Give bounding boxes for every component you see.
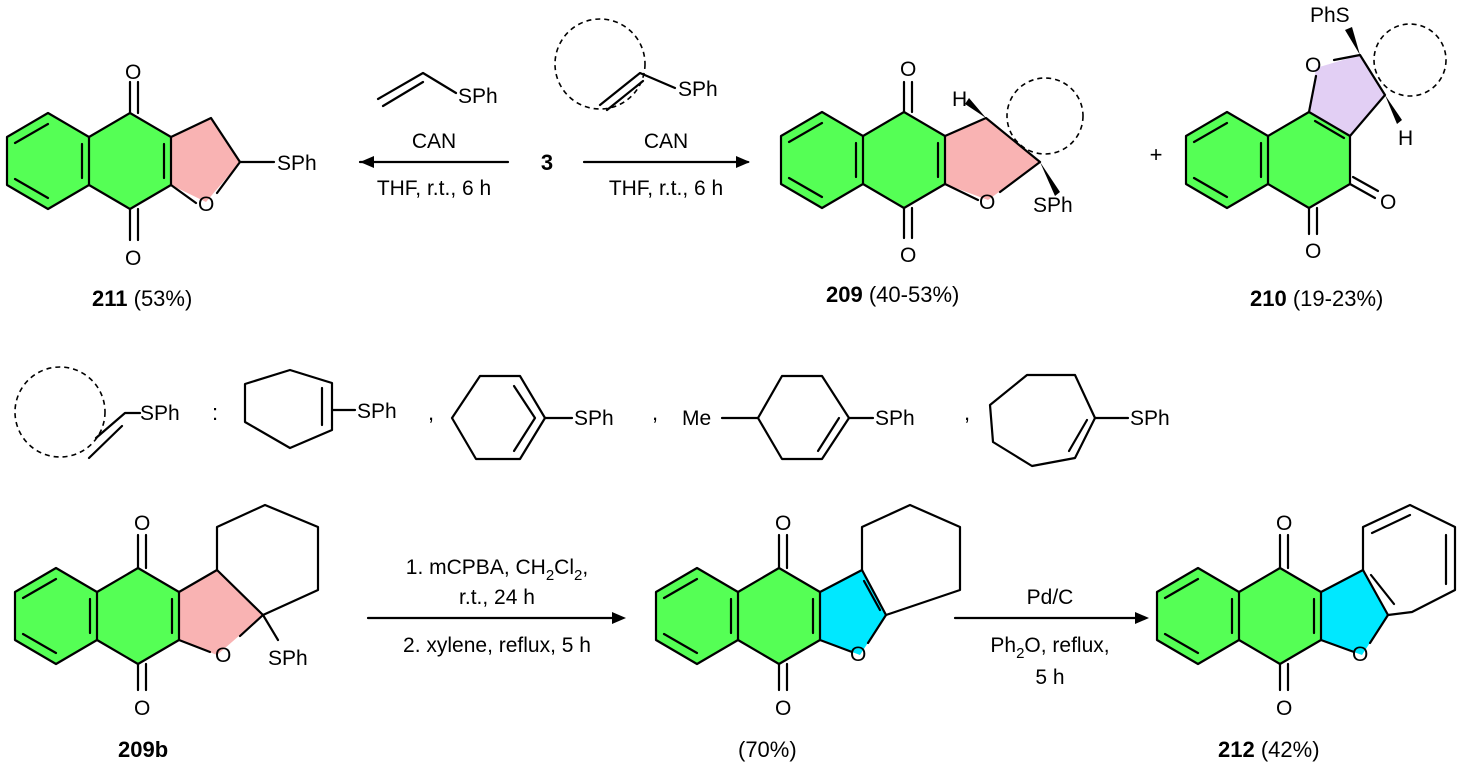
condition-step-2: 2. xylene, reflux, 5 h: [403, 634, 591, 657]
atom-label-sph: SPh: [140, 402, 180, 425]
condition-step-1-time: r.t., 24 h: [459, 586, 535, 609]
condition-time: 5 h: [1035, 666, 1064, 689]
atom-label-o: O: [198, 193, 214, 216]
atom-label-sph: SPh: [678, 78, 718, 101]
atom-label-o: O: [125, 247, 141, 270]
plus-sign: +: [1150, 142, 1163, 167]
atom-label-o: O: [134, 512, 150, 535]
atom-label-h: H: [1398, 127, 1413, 150]
methylcyclohexene-sulfide: [720, 374, 875, 461]
atom-label-sph: SPh: [574, 407, 614, 430]
condition-reagent: CAN: [412, 130, 456, 153]
condition-reagent: CAN: [644, 130, 688, 153]
comma-separator: ,: [652, 400, 658, 425]
condition-solvent: THF, r.t., 6 h: [609, 177, 723, 200]
atom-label-o: O: [900, 244, 916, 267]
atom-label-sph: SPh: [357, 400, 397, 423]
atom-label-sph: SPh: [875, 407, 915, 430]
atom-label-o: O: [1380, 191, 1396, 214]
atom-label-o: O: [775, 697, 791, 720]
comma-separator: ,: [428, 400, 434, 425]
atom-label-o: O: [1352, 643, 1368, 666]
compound-212-structure: [1155, 503, 1457, 692]
cyclic-vinyl-sulfide-reagent: [554, 18, 677, 112]
atom-label-o: O: [215, 644, 231, 667]
atom-label-me: Me: [682, 407, 711, 430]
condition-catalyst: Pd/C: [1027, 586, 1074, 609]
compound-209-structure: [779, 77, 1084, 240]
atom-label-o: O: [1305, 54, 1321, 77]
atom-label-o: O: [1276, 512, 1292, 535]
compound-212-caption: 212 (42%): [1218, 737, 1320, 762]
compound-209b-caption: 209b: [118, 737, 168, 762]
reagent-number: 3: [541, 150, 553, 175]
atom-label-sph: SPh: [277, 152, 317, 175]
compound-210-caption: 210 (19-23%): [1250, 286, 1383, 311]
cycloheptene-sulfide: [988, 373, 1130, 468]
cyclohexene-sulfide: [450, 374, 574, 461]
compound-211-caption: 211 (53%): [92, 286, 192, 311]
atom-label-o: O: [900, 58, 916, 81]
compound-211-structure: [5, 80, 276, 242]
cyclopentene-sulfide: [243, 368, 357, 450]
atom-label-o: O: [134, 697, 150, 720]
atom-label-o: O: [125, 61, 141, 84]
atom-label-o: O: [850, 643, 866, 666]
compound-210-structure: [1184, 23, 1447, 236]
atom-label-sph: SPh: [458, 85, 498, 108]
atom-label-sph: SPh: [1033, 194, 1073, 217]
atom-label-sph: SPh: [268, 647, 308, 670]
condition-solvent: Ph2O, reflux,: [990, 634, 1109, 662]
intermediate-yield: (70%): [738, 737, 797, 762]
comma-separator: ,: [964, 400, 970, 425]
compound-209-caption: 209 (40-53%): [826, 282, 959, 307]
colon-separator: :: [212, 400, 218, 425]
atom-label-h: H: [952, 88, 967, 111]
atom-label-o: O: [775, 512, 791, 535]
atom-label-o: O: [979, 191, 995, 214]
vinyl-sulfide-reagent: [376, 71, 458, 108]
atom-label-o: O: [1305, 240, 1321, 263]
intermediate-furanonaphthoquinone: [654, 503, 962, 692]
atom-label-o: O: [1276, 697, 1292, 720]
condition-solvent: THF, r.t., 6 h: [377, 177, 491, 200]
generic-cyclic-vinyl-sulfide: [14, 366, 142, 460]
atom-label-sph: SPh: [1130, 407, 1170, 430]
atom-label-phs: PhS: [1310, 4, 1350, 27]
condition-step-1: 1. mCPBA, CH2Cl2,: [406, 556, 588, 584]
compound-209b-structure: [13, 503, 320, 692]
